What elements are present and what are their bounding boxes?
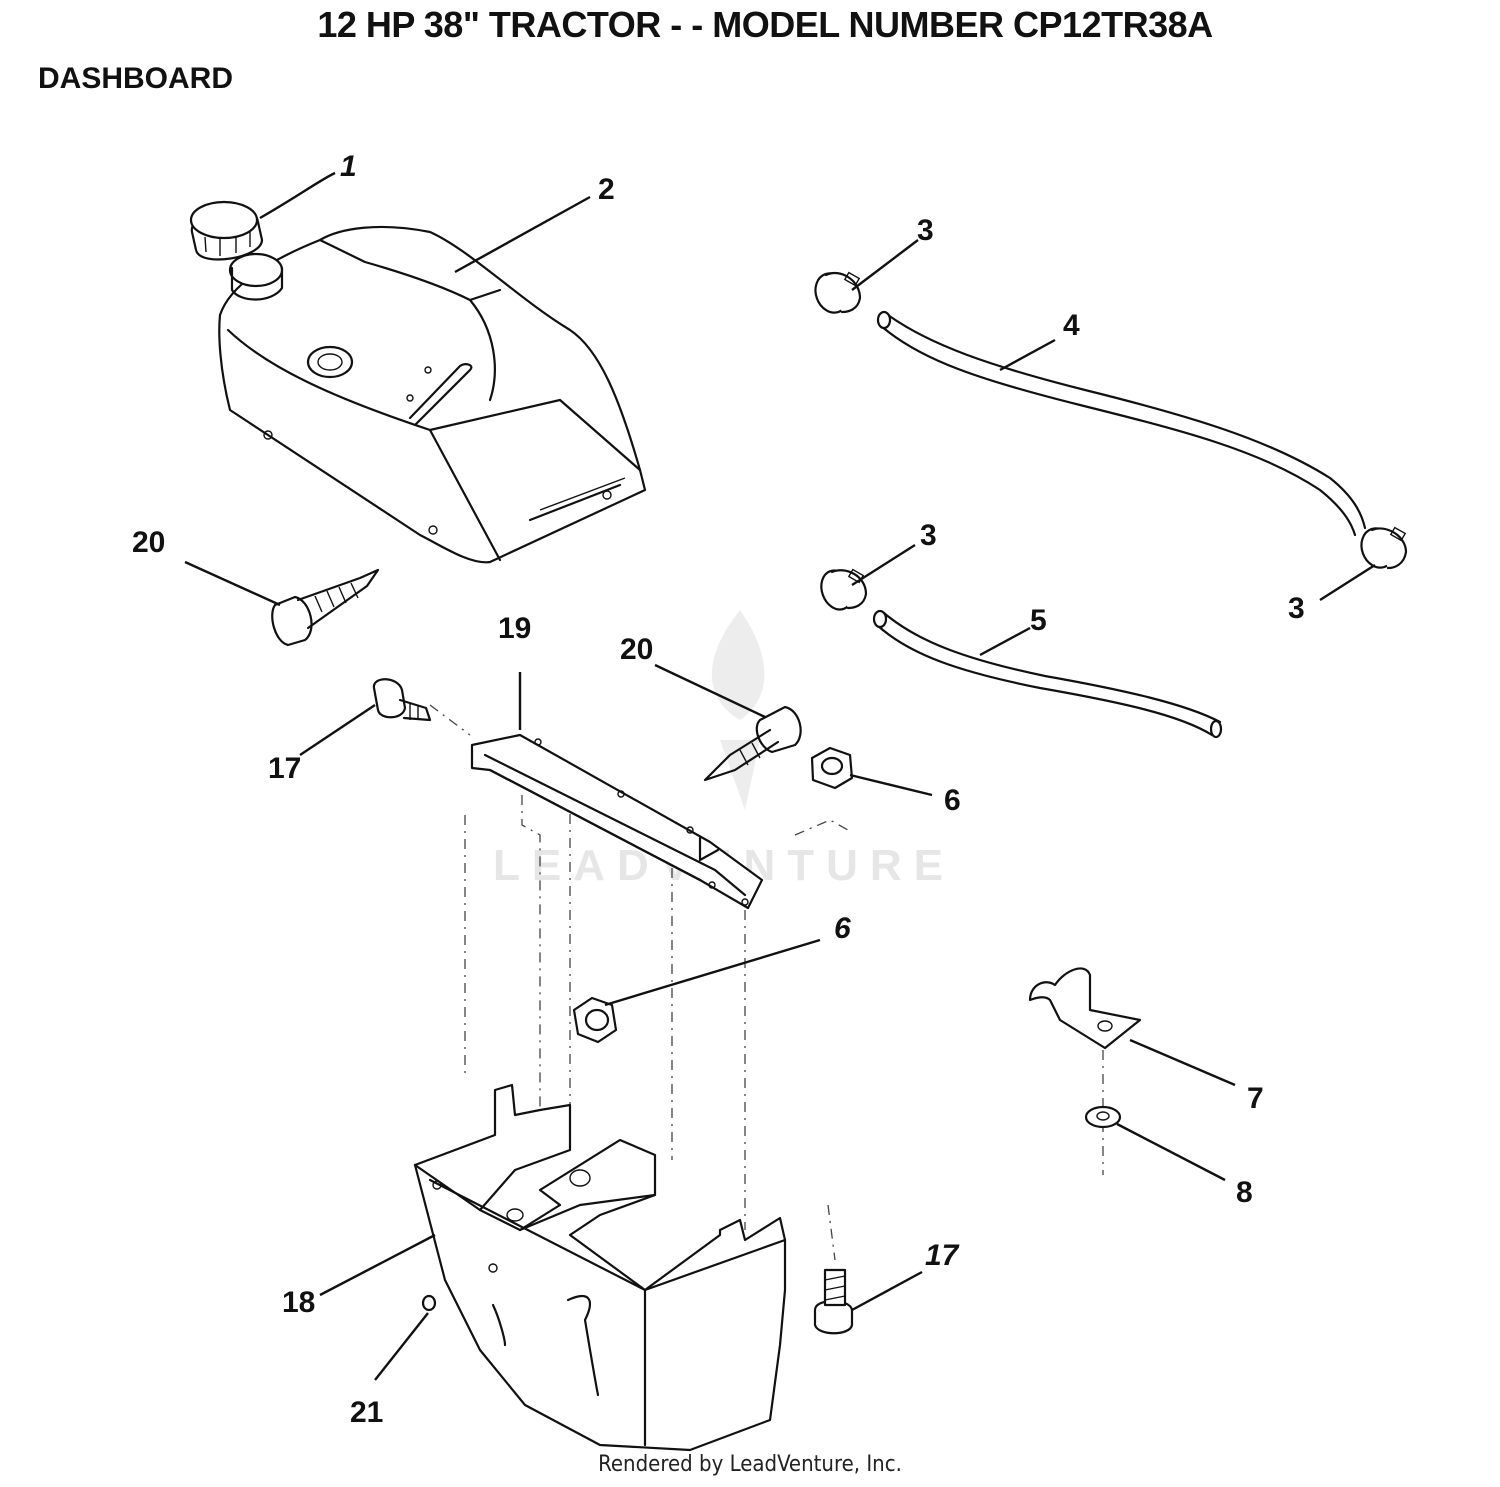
hose-clamp-top [814, 271, 862, 314]
callout-1: 1 [340, 150, 357, 183]
callout-6-upper: 6 [944, 784, 961, 817]
hose-clamp-middle [820, 568, 868, 611]
callout-21: 21 [350, 1396, 383, 1429]
leader-lines [184, 171, 1376, 1381]
section-title: DASHBOARD [38, 62, 233, 95]
callout-6-lower: 6 [834, 912, 851, 945]
callout-3-top: 3 [917, 214, 934, 247]
screw-left [271, 568, 380, 647]
callout-8: 8 [1236, 1176, 1253, 1209]
callout-4: 4 [1063, 309, 1080, 342]
render-credit: Rendered by LeadVenture, Inc. [598, 1452, 902, 1477]
callout-3-middle: 3 [920, 519, 937, 552]
hex-nut-upper [810, 746, 854, 790]
bolt-lower [813, 1268, 854, 1335]
dashboard-housing [218, 225, 647, 564]
fuel-hose-long [876, 310, 1367, 537]
hex-nut-lower [572, 996, 618, 1044]
callout-18: 18 [282, 1286, 315, 1319]
dashboard-support-bracket [470, 733, 764, 910]
callout-numbers: 1 2 3 4 3 3 5 20 19 20 17 6 6 7 8 17 18 … [132, 150, 1305, 1429]
hose-clamp-right [1360, 526, 1408, 570]
diagram-title: 12 HP 38" TRACTOR - - MODEL NUMBER CP12T… [317, 4, 1213, 45]
callout-19: 19 [498, 612, 531, 645]
small-plug [421, 1294, 437, 1312]
flat-washer [1084, 1105, 1122, 1129]
hose-clip [1028, 967, 1142, 1050]
callout-2: 2 [598, 173, 615, 206]
callout-5: 5 [1030, 604, 1047, 637]
screw-center [703, 705, 802, 782]
watermark: LEADVENTURE [493, 610, 943, 890]
callout-3-right: 3 [1288, 592, 1305, 625]
callout-17-lower: 17 [925, 1239, 960, 1272]
callout-20-center: 20 [620, 633, 653, 666]
bolt-upper [372, 678, 432, 722]
callout-17-upper: 17 [268, 752, 301, 785]
callout-7: 7 [1247, 1082, 1264, 1115]
callout-20-left: 20 [132, 526, 165, 559]
fuel-hose-short [872, 609, 1223, 739]
fuel-cap [189, 200, 264, 261]
dashboard-lower-panel [413, 1083, 787, 1452]
